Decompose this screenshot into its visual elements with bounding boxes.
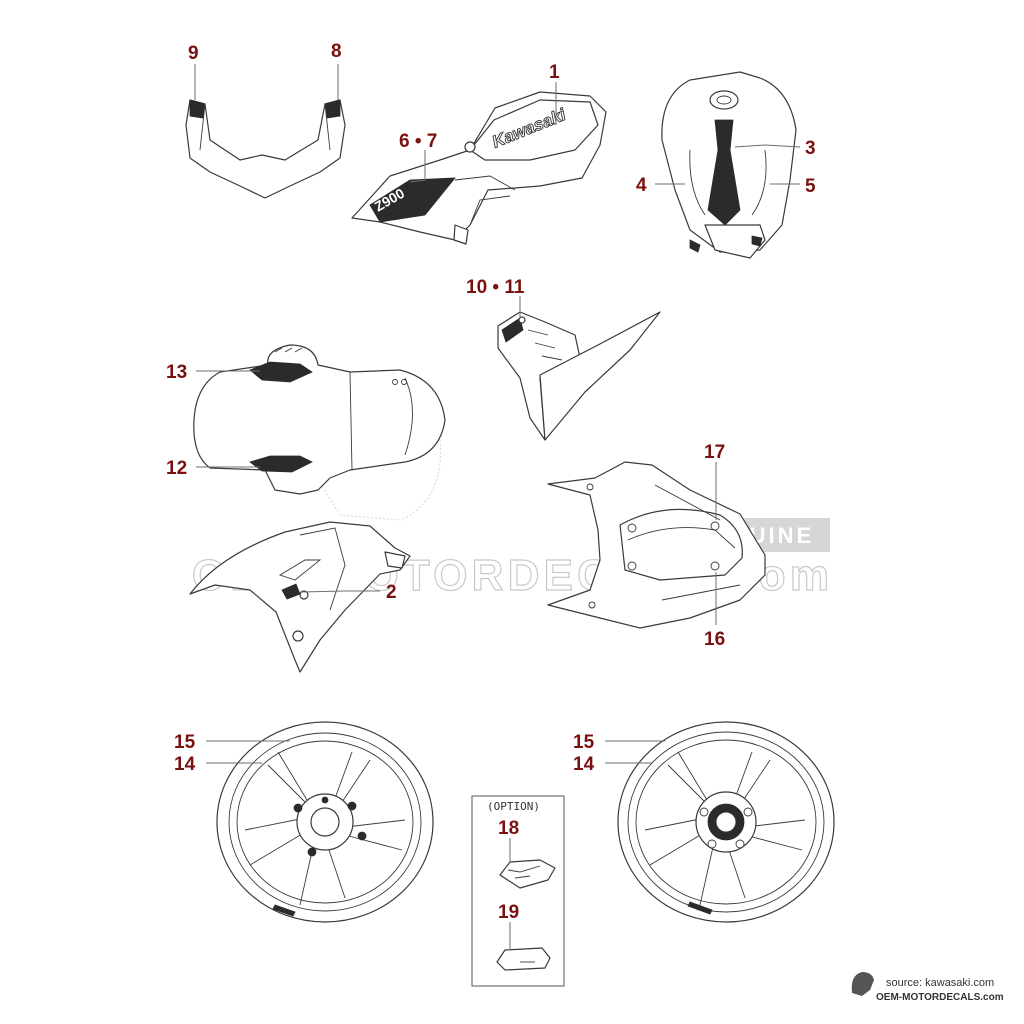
callout-8: 8 xyxy=(331,41,342,62)
callouts: 9 8 1 6 • 7 3 4 5 10 • 11 13 12 2 17 16 … xyxy=(166,41,816,923)
part-19-label-card xyxy=(496,947,551,971)
part-fuel-tank xyxy=(661,71,797,259)
callout-13: 13 xyxy=(166,362,187,383)
helmet-logo-icon xyxy=(851,972,874,996)
callout-14-front: 14 xyxy=(174,754,196,775)
leader-lines xyxy=(194,64,801,950)
callout-3: 3 xyxy=(805,138,816,159)
callout-2: 2 xyxy=(386,582,397,603)
callout-1: 1 xyxy=(549,62,560,83)
callout-19: 19 xyxy=(498,902,519,923)
callout-17: 17 xyxy=(704,442,725,463)
option-box: (OPTION) xyxy=(471,795,565,987)
part-side-panel xyxy=(497,311,661,441)
credit: source: kawasaki.com OEM-MOTORDECALS.com xyxy=(851,972,1004,1003)
callout-14-rear: 14 xyxy=(573,754,595,775)
callout-9: 9 xyxy=(188,43,199,64)
callout-5: 5 xyxy=(805,176,816,197)
callout-12: 12 xyxy=(166,458,187,479)
callout-4: 4 xyxy=(636,175,647,196)
callout-15-front: 15 xyxy=(174,732,196,753)
callout-10-11: 10 • 11 xyxy=(466,277,525,298)
callout-18: 18 xyxy=(498,818,519,839)
option-label: (OPTION) xyxy=(487,800,540,813)
part-front-fender xyxy=(189,521,411,673)
credit-source: source: kawasaki.com xyxy=(886,977,994,989)
callout-6-7: 6 • 7 xyxy=(399,131,437,152)
credit-site: OEM-MOTORDECALS.com xyxy=(876,992,1004,1003)
part-front-cowl-decals xyxy=(185,99,346,199)
part-tail-cowl xyxy=(547,461,766,629)
callout-16: 16 xyxy=(704,629,725,650)
callout-15-rear: 15 xyxy=(573,732,595,753)
part-tank-cover: Kawasaki Z900 xyxy=(351,91,607,245)
part-front-wheel xyxy=(216,721,434,923)
part-rear-wheel xyxy=(617,721,835,923)
part-headlight-cowl xyxy=(193,344,446,495)
